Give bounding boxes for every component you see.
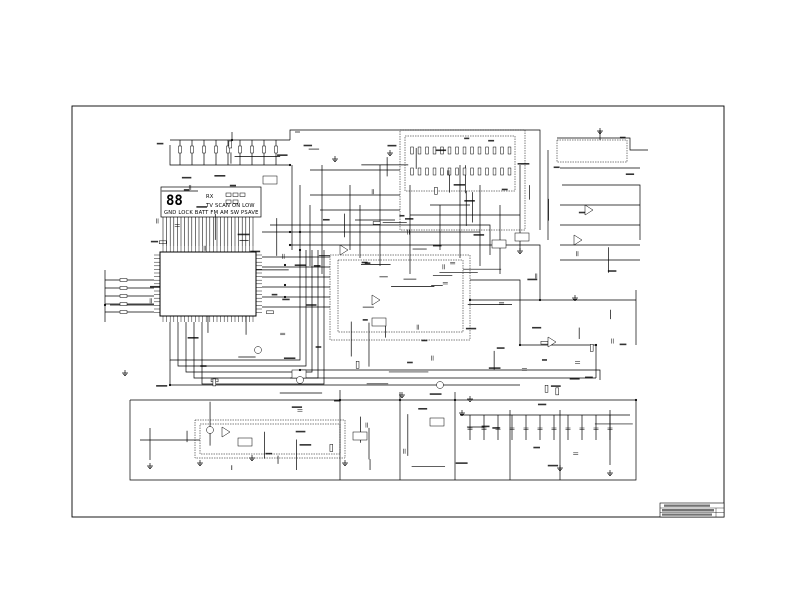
shielded-blocks [194, 129, 628, 459]
sheet-border [71, 105, 725, 518]
junction-dots [103, 138, 638, 402]
svg-text:88: 88 [166, 193, 183, 209]
indicator-band-labels: GND LOCK BATT FM AM SW PSAVE [164, 210, 259, 216]
indicator-rx-label: RX [206, 194, 214, 200]
lcd-display: 88 RX TV SCAN ON LOW GND LOCK BATT FM AM… [160, 186, 262, 246]
indicator-mode-labels: TV SCAN ON LOW [205, 203, 255, 209]
components [119, 140, 614, 455]
reference-labels [150, 136, 635, 467]
title-block [659, 502, 725, 518]
main-controller-ic [154, 246, 262, 322]
